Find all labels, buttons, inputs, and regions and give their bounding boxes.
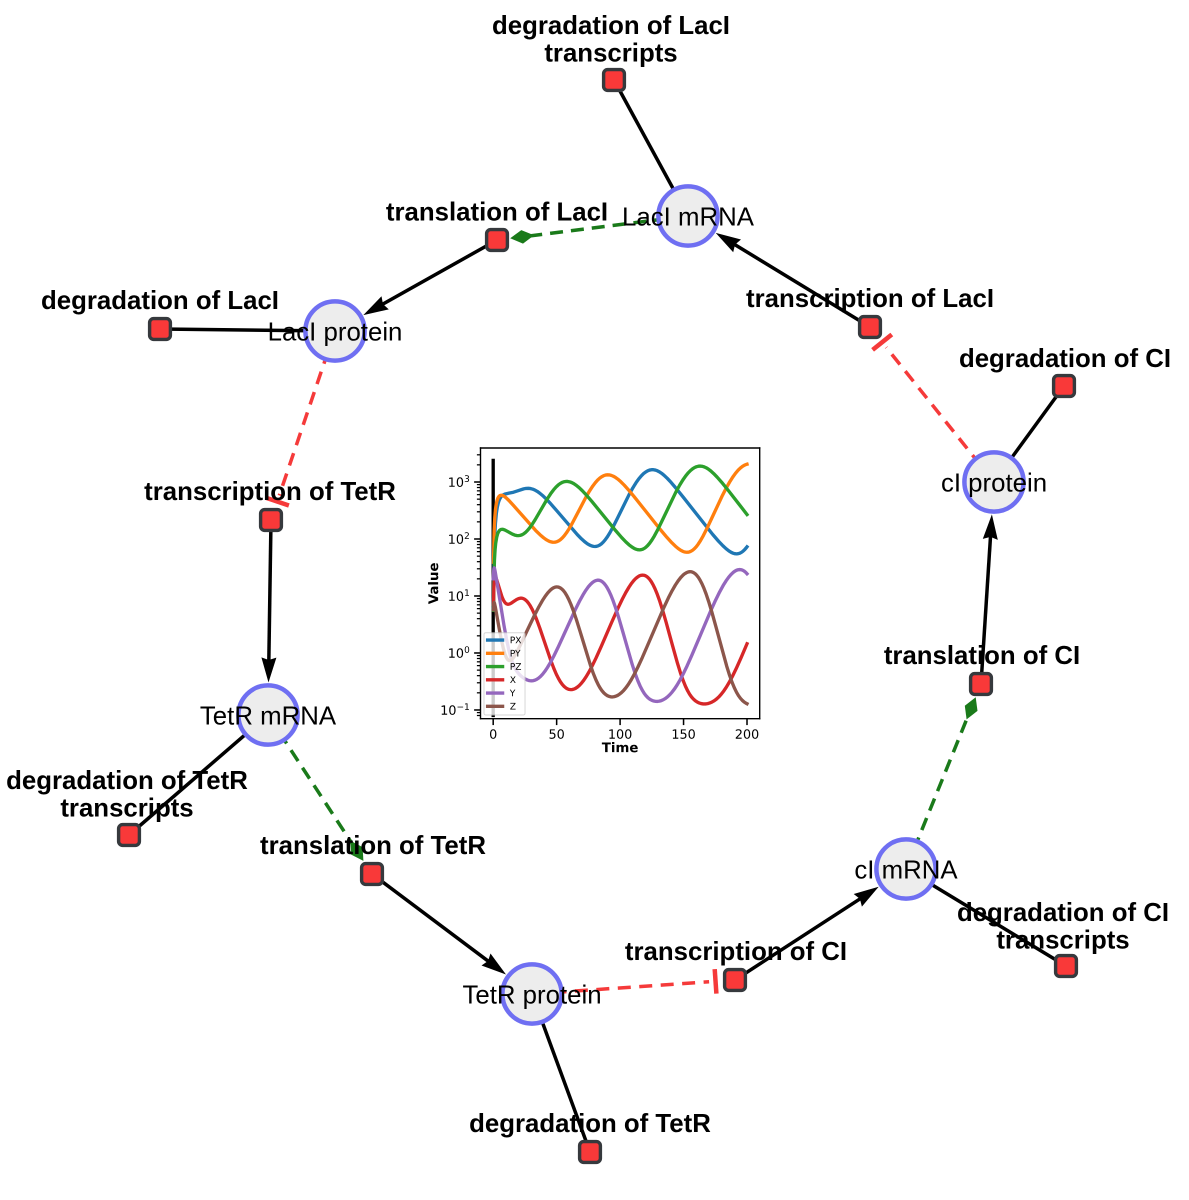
svg-text:transcription of TetR: transcription of TetR <box>144 478 396 506</box>
svg-text:transcription of CI: transcription of CI <box>625 938 847 966</box>
svg-text:TetR protein: TetR protein <box>462 982 601 1010</box>
svg-text:LacI protein: LacI protein <box>268 319 403 347</box>
svg-text:TetR mRNA: TetR mRNA <box>200 703 337 731</box>
svg-text:transcripts: transcripts <box>60 795 193 823</box>
svg-text:degradation of TetR: degradation of TetR <box>6 767 248 795</box>
svg-text:degradation of CI: degradation of CI <box>959 345 1171 373</box>
svg-text:degradation of LacI: degradation of LacI <box>41 287 279 315</box>
svg-text:cI protein: cI protein <box>941 470 1047 498</box>
svg-text:translation of TetR: translation of TetR <box>260 832 486 860</box>
svg-text:transcripts: transcripts <box>544 40 677 68</box>
svg-text:degradation of CI: degradation of CI <box>957 899 1169 927</box>
svg-text:transcripts: transcripts <box>996 927 1129 955</box>
svg-text:degradation of TetR: degradation of TetR <box>469 1110 711 1138</box>
svg-text:LacI mRNA: LacI mRNA <box>622 204 755 232</box>
svg-text:degradation of LacI: degradation of LacI <box>492 12 730 40</box>
svg-text:translation of LacI: translation of LacI <box>386 199 608 227</box>
svg-text:transcription of LacI: transcription of LacI <box>746 285 994 313</box>
svg-text:translation of CI: translation of CI <box>884 642 1080 670</box>
svg-text:cI mRNA: cI mRNA <box>854 857 958 885</box>
